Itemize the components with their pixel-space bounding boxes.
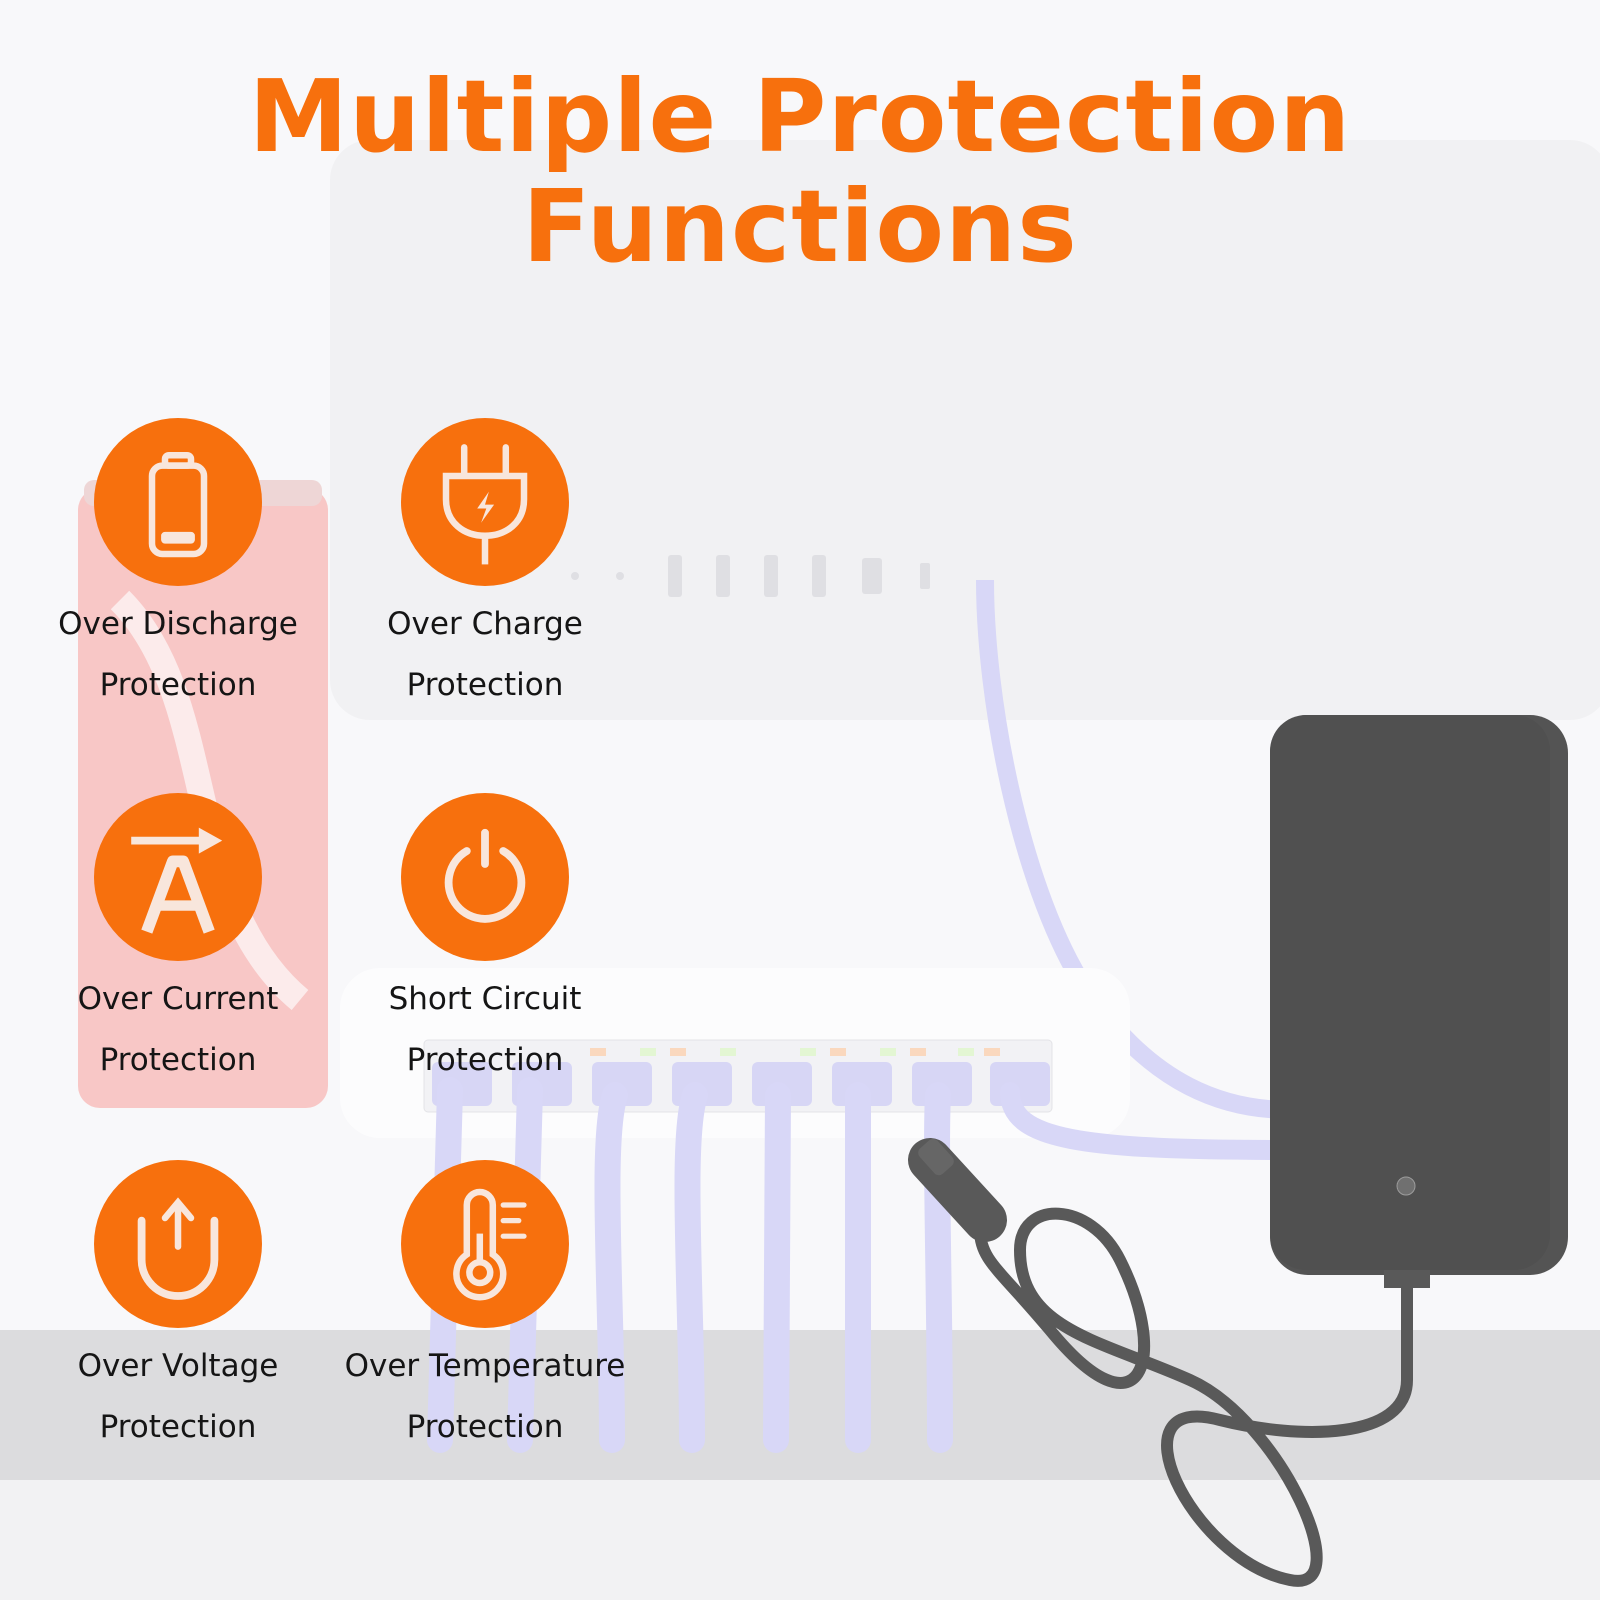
feature-icon-circle (401, 793, 569, 961)
power-adapter (908, 715, 1568, 1587)
feature-subtitle: Protection (406, 667, 564, 703)
feature-title: Over Temperature (344, 1348, 626, 1384)
feature-title: Over Current (77, 981, 279, 1017)
feature-title: Short Circuit (388, 981, 582, 1017)
monitor-ports (571, 555, 930, 597)
power-icon (444, 828, 526, 923)
thermometer-icon (453, 1188, 527, 1301)
feature-icon-circle (94, 793, 262, 961)
feature-subtitle: Protection (99, 1042, 257, 1078)
feature-title: Over Charge (387, 606, 583, 642)
feature-subtitle: Protection (406, 1042, 564, 1078)
page-title: Multiple Protection Functions (248, 58, 1352, 285)
feature-short-circuit: Short Circuit Protection (335, 793, 635, 1091)
voltage-icon (137, 1197, 219, 1300)
feature-over-current: Over Current Protection (28, 793, 328, 1091)
feature-over-voltage: Over Voltage Protection (28, 1160, 328, 1458)
feature-over-discharge: Over Discharge Protection (28, 418, 328, 716)
feature-icon-circle (94, 418, 262, 586)
cable-top (976, 579, 1291, 1119)
feature-subtitle: Protection (99, 667, 257, 703)
desk (0, 1330, 1600, 1480)
feature-subtitle: Protection (406, 1409, 564, 1445)
plug-icon (442, 444, 528, 565)
current-icon (131, 827, 223, 934)
feature-icon-circle (401, 1160, 569, 1328)
monitor (330, 140, 1600, 720)
feature-subtitle: Protection (99, 1409, 257, 1445)
feature-icon-circle (94, 1160, 262, 1328)
feature-title: Over Discharge (58, 606, 298, 642)
battery-icon (148, 451, 208, 558)
feature-over-temperature: Over Temperature Protection (335, 1160, 635, 1458)
feature-icon-circle (401, 418, 569, 586)
feature-over-charge: Over Charge Protection (335, 418, 635, 716)
feature-title: Over Voltage (77, 1348, 279, 1384)
